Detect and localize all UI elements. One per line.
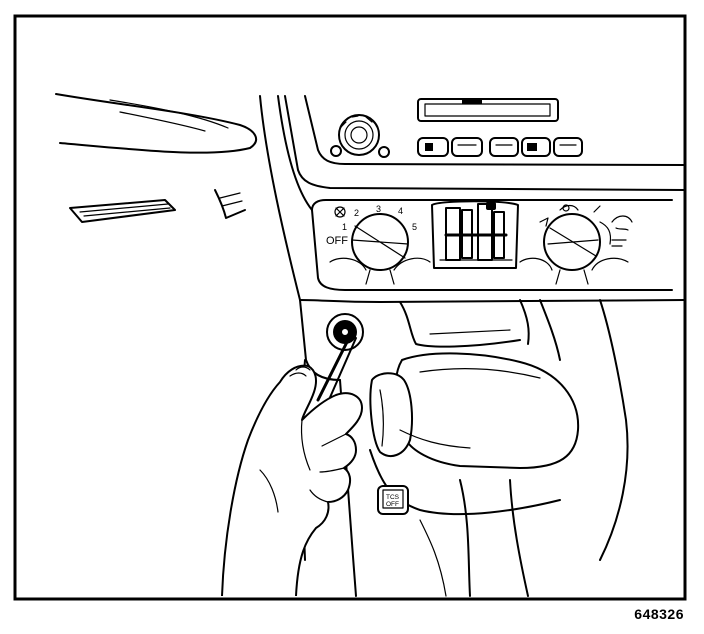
- fan-speed-4-label: 4: [398, 206, 403, 216]
- fan-speed-5-label: 5: [412, 222, 417, 232]
- left-vent-trim: [69, 189, 246, 223]
- fan-speed-icon: [334, 206, 346, 218]
- radio-knob-icon[interactable]: [338, 114, 380, 156]
- removal-tool: [316, 337, 357, 403]
- shifter-knob[interactable]: [369, 352, 580, 469]
- dashboard-left-panel: [55, 93, 313, 301]
- mode-knob[interactable]: [543, 213, 601, 285]
- figure-frame: [13, 14, 687, 601]
- fan-speed-3-label: 3: [376, 204, 381, 214]
- radio-preset-button[interactable]: [489, 137, 519, 157]
- tcs-label: TCS: [386, 494, 400, 501]
- temperature-slider[interactable]: [431, 200, 519, 269]
- mode-icon: [539, 204, 601, 227]
- fan-speed-1-label: 1: [342, 222, 347, 232]
- tcs-off-button[interactable]: TCS OFF: [377, 485, 409, 515]
- tcs-off-label: OFF: [386, 501, 399, 508]
- fan-off-label: OFF: [326, 235, 348, 247]
- figure-number: 648326: [634, 606, 684, 622]
- radio-preset-button[interactable]: [553, 137, 583, 157]
- radio-unit: [284, 95, 686, 191]
- fan-speed-2-label: 2: [354, 208, 359, 218]
- radio-preset-button[interactable]: [451, 137, 483, 157]
- fan-speed-knob[interactable]: [351, 213, 409, 285]
- technician-hand: [221, 364, 363, 597]
- temperature-icon: [486, 202, 496, 210]
- defrost-icon: [611, 215, 633, 247]
- climate-control-panel: OFF 1 2 3 4 5: [299, 199, 686, 303]
